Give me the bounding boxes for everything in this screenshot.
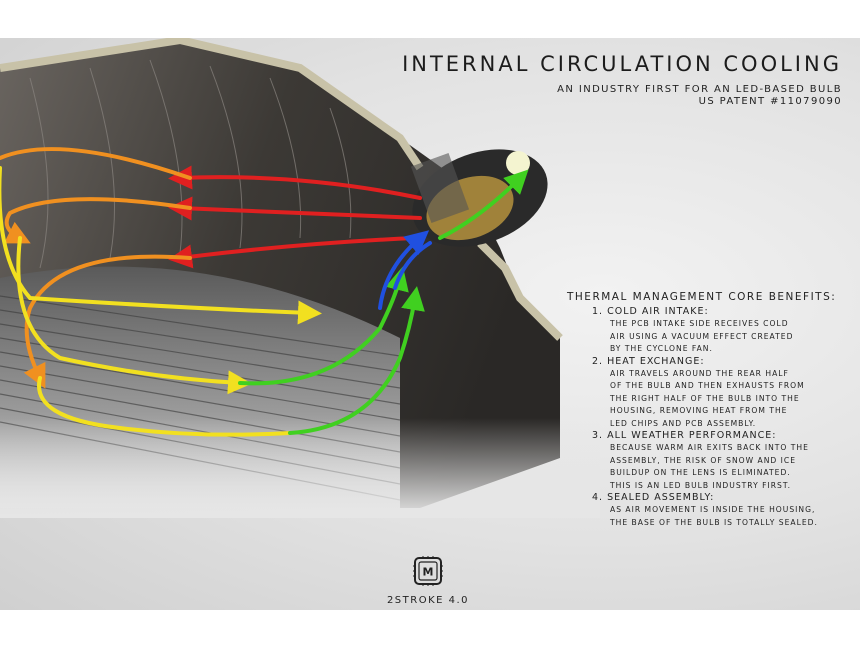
benefit-title: 1. COLD AIR INTAKE: bbox=[592, 306, 709, 317]
benefit-line: BUILDUP ON THE LENS IS ELIMINATED. bbox=[610, 468, 791, 477]
benefit-body: AS AIR MOVEMENT IS INSIDE THE HOUSING, T… bbox=[610, 504, 852, 529]
housing-cut-edge bbox=[0, 38, 424, 171]
benefits-heading: THERMAL MANAGEMENT CORE BENEFITS: bbox=[567, 291, 837, 303]
benefit-item-all-weather: 3. ALL WEATHER PERFORMANCE: BECAUSE WARM… bbox=[592, 430, 852, 492]
benefit-item-sealed-assembly: 4. SEALED ASSEMBLY: AS AIR MOVEMENT IS I… bbox=[592, 492, 852, 529]
benefit-line: THIS IS AN LED BULB INDUSTRY FIRST. bbox=[610, 480, 791, 490]
benefit-body: AIR TRAVELS AROUND THE REAR HALF OF THE … bbox=[610, 368, 852, 431]
page-title: INTERNAL CIRCULATION COOLING bbox=[402, 52, 842, 76]
benefit-line: ASSEMBLY, THE RISK OF SNOW AND ICE bbox=[610, 455, 797, 465]
benefit-line: AIR TRAVELS AROUND THE REAR HALF bbox=[610, 368, 789, 378]
benefit-line: THE BASE OF THE BULB IS TOTALLY SEALED. bbox=[610, 517, 818, 527]
patent-number: US PATENT #11079090 bbox=[698, 96, 842, 107]
subtitle-line: AN INDUSTRY FIRST FOR AN LED-BASED BULB bbox=[557, 84, 842, 95]
benefit-line: OF THE BULB AND THEN EXHAUSTS FROM bbox=[610, 381, 805, 390]
airflow-arrows bbox=[0, 147, 529, 437]
benefit-line: HOUSING, REMOVING HEAT FROM THE bbox=[610, 406, 788, 415]
brand-name: 2STROKE 4.0 bbox=[386, 595, 470, 606]
benefit-title: 2. HEAT EXCHANGE: bbox=[592, 355, 705, 367]
benefit-body: BECAUSE WARM AIR EXITS BACK INTO THE ASS… bbox=[610, 442, 852, 492]
benefits-panel: THERMAL MANAGEMENT CORE BENEFITS: 1. COL… bbox=[567, 291, 852, 529]
page-subtitle: AN INDUSTRY FIRST FOR AN LED-BASED BULB … bbox=[557, 84, 842, 108]
benefit-title: 4. SEALED ASSEMBLY: bbox=[592, 492, 715, 503]
benefit-line: AIR USING A VACUUM EFFECT CREATED bbox=[610, 331, 794, 341]
benefit-line: BECAUSE WARM AIR EXITS BACK INTO THE bbox=[610, 443, 809, 452]
benefit-line: AS AIR MOVEMENT IS INSIDE THE HOUSING, bbox=[610, 505, 816, 514]
logo-letter: M bbox=[423, 566, 434, 579]
benefit-line: THE PCB INTAKE SIDE RECEIVES COLD bbox=[610, 319, 789, 328]
benefit-line: THE RIGHT HALF OF THE BULB INTO THE bbox=[610, 393, 800, 403]
benefit-body: THE PCB INTAKE SIDE RECEIVES COLD AIR US… bbox=[610, 318, 852, 356]
benefit-item-heat-exchange: 2. HEAT EXCHANGE: AIR TRAVELS AROUND THE… bbox=[592, 356, 852, 431]
benefit-item-cold-air-intake: 1. COLD AIR INTAKE: THE PCB INTAKE SIDE … bbox=[592, 306, 852, 356]
benefit-line: LED CHIPS AND PCB ASSEMBLY. bbox=[610, 418, 757, 428]
benefit-title: 3. ALL WEATHER PERFORMANCE: bbox=[592, 430, 777, 441]
brand-logo-icon: M bbox=[413, 556, 443, 586]
benefit-line: BY THE CYCLONE FAN. bbox=[610, 344, 713, 353]
cutaway-illustration bbox=[0, 38, 600, 518]
poster: INTERNAL CIRCULATION COOLING AN INDUSTRY… bbox=[0, 38, 860, 610]
